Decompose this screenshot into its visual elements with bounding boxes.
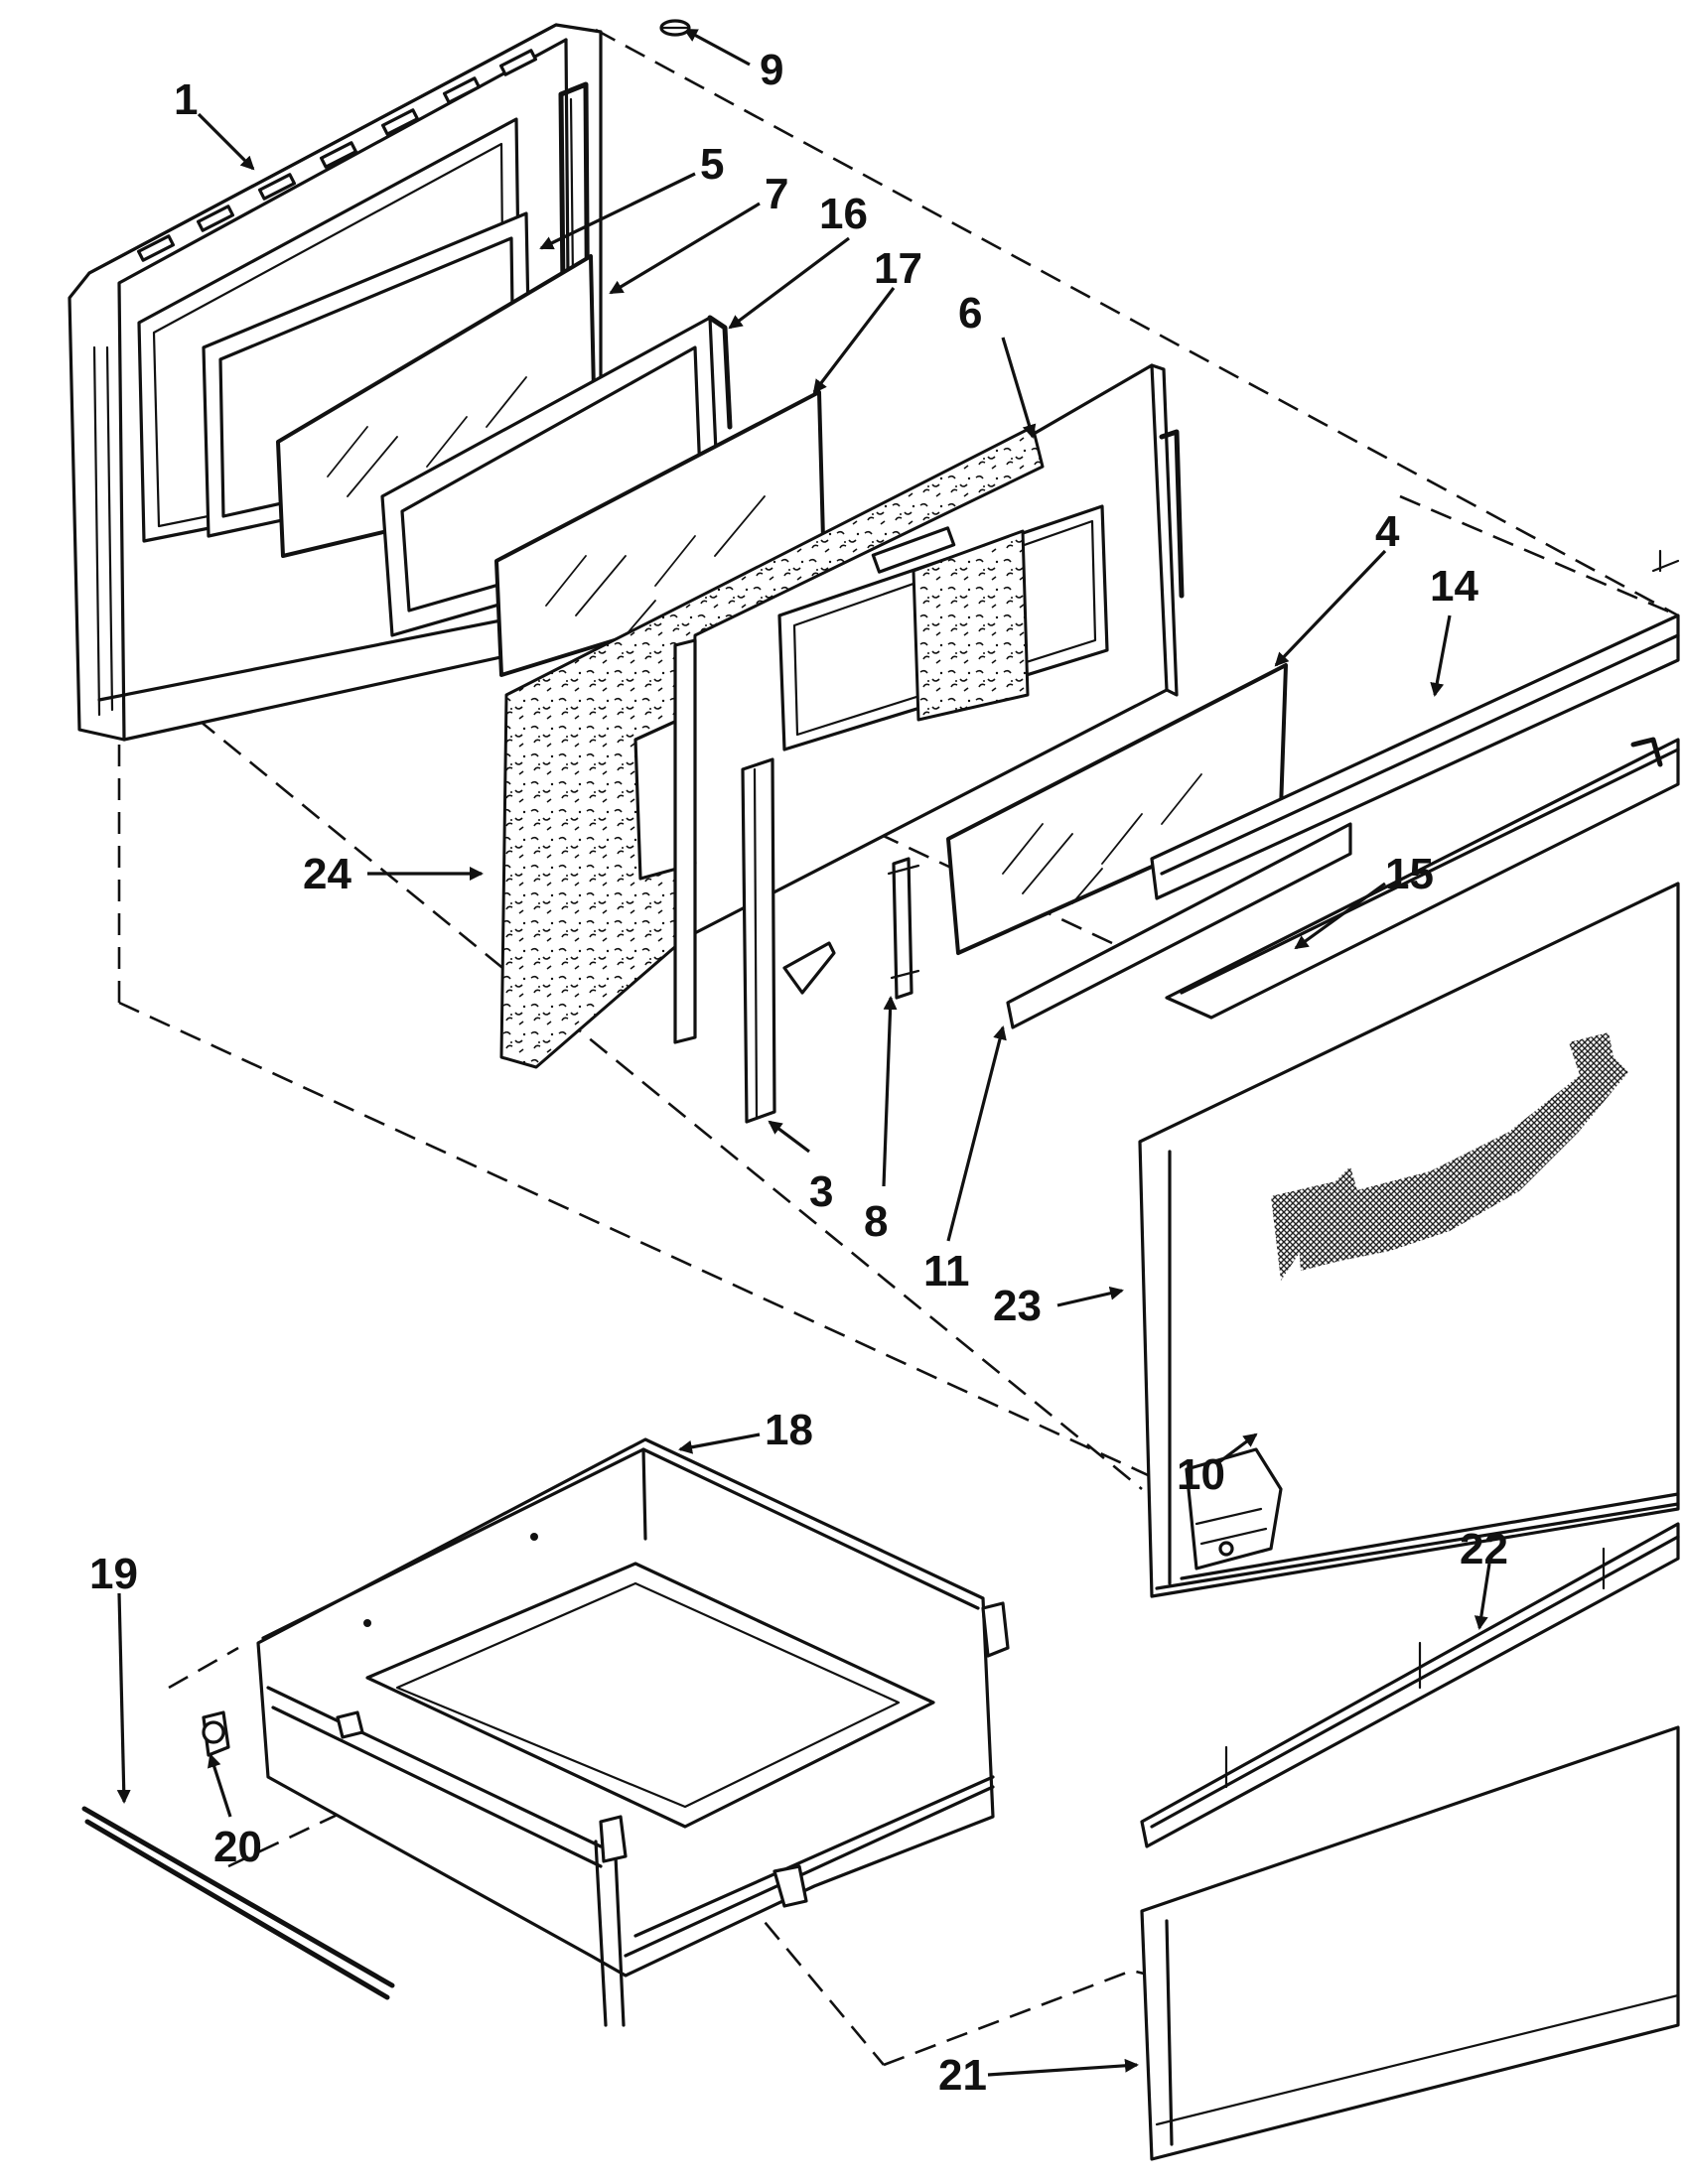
callout-6: 6	[958, 289, 982, 338]
side-strip-part-3	[741, 757, 776, 1124]
drawer-rail-part-22	[1140, 1522, 1680, 1848]
callout-23: 23	[993, 1282, 1042, 1330]
callout-11: 11	[923, 1247, 970, 1296]
top-trim-part-14	[1150, 549, 1680, 900]
callout-8: 8	[864, 1197, 888, 1246]
screw-part-9	[659, 19, 691, 37]
callout-9: 9	[760, 46, 783, 94]
callout-20: 20	[213, 1823, 262, 1871]
small-bracket	[782, 941, 836, 995]
callout-14: 14	[1430, 562, 1478, 611]
callout-3: 3	[809, 1167, 833, 1216]
gasket-strip-part-19	[81, 1806, 395, 2000]
callout-17: 17	[874, 244, 922, 293]
callout-15: 15	[1385, 850, 1434, 898]
callout-16: 16	[819, 190, 868, 238]
callout-arrows	[116, 28, 1491, 2077]
callout-18: 18	[765, 1406, 813, 1454]
outer-door-panel-part-23	[1138, 882, 1680, 1598]
callout-4: 4	[1375, 507, 1400, 556]
assembly-guide-lines	[117, 28, 1679, 2067]
handle-spacer-part-11	[1006, 822, 1352, 1029]
callout-22: 22	[1460, 1525, 1508, 1573]
callout-24: 24	[303, 850, 351, 898]
roller-part-20	[202, 1710, 230, 1757]
callout-5: 5	[700, 140, 724, 189]
callout-1: 1	[174, 75, 198, 124]
drawer-part-18	[256, 1437, 1010, 2027]
callout-labels: 1 9 5 7 16 17 6 4 14 15 24 3 8 11 23 10 …	[89, 46, 1508, 2100]
hinge-part-8	[887, 857, 920, 1000]
callout-7: 7	[765, 170, 788, 218]
callout-10: 10	[1177, 1450, 1225, 1499]
callout-19: 19	[89, 1550, 138, 1598]
drawer-front-part-21	[1140, 1725, 1680, 2161]
side-channel	[673, 638, 697, 1044]
callout-21: 21	[938, 2051, 987, 2100]
